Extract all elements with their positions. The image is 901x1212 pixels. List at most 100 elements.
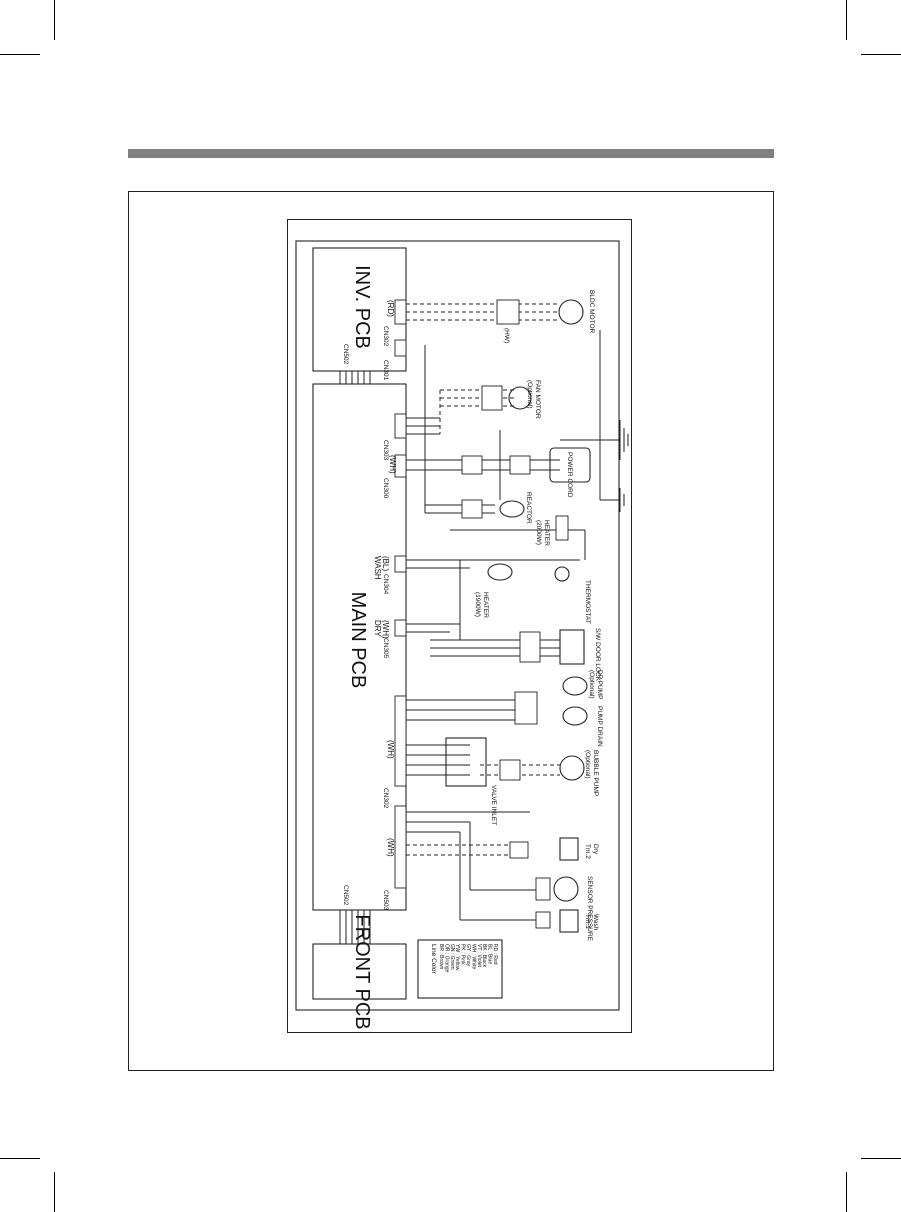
fan-motor-symbol <box>508 386 532 410</box>
tm2-symbol <box>559 837 579 861</box>
connector-color-wh4: (WH) <box>386 838 395 857</box>
crop-mark <box>0 1158 40 1159</box>
reactor-wires <box>424 345 495 519</box>
connector-cn302: CN302 <box>382 326 389 347</box>
ground-symbol <box>619 420 629 460</box>
door-lock-symbol <box>559 629 585 665</box>
bubble-pump-label: BUBBLE PUMP <box>592 750 599 796</box>
legend-entry: WH : White <box>470 944 476 969</box>
ribbon-cable-top <box>339 371 371 384</box>
ribbon-cable-bottom <box>339 910 371 944</box>
cn-inv-2 <box>394 339 407 357</box>
heater-wires <box>406 529 586 640</box>
valve-inlet-symbol <box>445 737 487 787</box>
tm1-sub-label: Wash <box>592 914 599 931</box>
cn-wash-bl <box>394 555 407 573</box>
connector-color-bl: (BL) <box>381 556 390 571</box>
connector-color-wh1: (WH) <box>388 455 397 474</box>
crop-mark <box>0 54 40 55</box>
power-cord-symbol <box>549 447 591 483</box>
connector-color-rd: (RD) <box>386 300 395 317</box>
reactor-label: REACTOR <box>525 492 532 524</box>
valve-inlet-label: VALVE INLET <box>490 785 497 825</box>
tm2-sub-label: Dry <box>592 844 599 855</box>
fan-motor-note: (Optional) <box>526 380 533 409</box>
dp-pump-symbol <box>562 676 588 696</box>
main-pcb-label: MAIN PCB <box>347 592 369 689</box>
heater-wash-label: HEATER <box>482 592 489 618</box>
sensor-pressure-label: SENSOR PRESSURE <box>586 876 593 942</box>
heater-wash-rating: (1900W) <box>474 592 481 617</box>
crop-mark <box>846 1172 847 1212</box>
legend-entry: YW : Yellow <box>454 944 460 971</box>
legend-entry: PK : Pink <box>460 944 466 965</box>
fan-motor-wires <box>406 385 515 435</box>
legend-entry: GY : Gray <box>465 944 471 967</box>
connector-cn502-bottom: CN502 <box>342 885 349 906</box>
bubble-pump-symbol <box>559 755 585 781</box>
ground-symbol <box>619 488 625 512</box>
housing-tag-1: (HW) <box>503 328 510 343</box>
crop-mark <box>861 1158 901 1159</box>
group-dry-label: DRY <box>373 620 382 637</box>
group-wash-label: WASH <box>373 556 382 580</box>
crop-mark <box>846 0 847 40</box>
legend-entry: BR : Brown <box>438 944 444 970</box>
tm2-label: Tm.2 <box>584 844 591 859</box>
legend-entry: GN : Green <box>449 944 455 970</box>
bubble-pump-note: (Optional) <box>584 750 591 779</box>
front-pcb-box <box>312 943 407 1000</box>
connector-cn503: CN503 <box>382 890 389 911</box>
door-lock-wires <box>430 631 560 663</box>
header-bar <box>128 149 774 158</box>
inner-border <box>295 240 620 1011</box>
dp-pump-label: DP PUMP <box>596 670 603 700</box>
pump-wires <box>406 691 538 725</box>
inv-pcb-label: INV. PCB <box>351 265 373 349</box>
bldc-motor-label: BLDC MOTOR <box>588 290 595 334</box>
pump-drain-symbol <box>562 706 588 726</box>
connector-color-wh2: (WH) <box>381 620 390 639</box>
cn-inv-rd <box>394 299 407 325</box>
power-wires <box>406 330 620 501</box>
door-lock-label: S/W DOOR LOCK <box>594 628 601 682</box>
heater-dry-label: HEATER <box>543 520 550 546</box>
front-pcb-label: FRONT PCB <box>351 914 373 1029</box>
diagram-frame <box>128 191 774 1071</box>
tm1-symbol <box>559 909 579 933</box>
cn-main-wh3 <box>394 805 407 889</box>
cn-main-fan <box>394 413 407 439</box>
tm1-label: Tm.1 <box>584 914 591 929</box>
cn-dry-wh <box>394 619 407 637</box>
connector-cn302-upper: CN302 <box>382 788 389 809</box>
connector-cn502-top: CN502 <box>342 344 349 365</box>
legend-entry: BL : Blue <box>487 944 493 964</box>
connector-cn305: CN305 <box>382 638 389 659</box>
connector-cn301: CN301 <box>382 360 389 381</box>
pump-drain-label: PUMP DRAIN <box>596 706 603 747</box>
crop-mark <box>54 1172 55 1212</box>
legend-entry: RD : Red <box>492 944 498 965</box>
bldc-motor-symbol <box>558 299 584 325</box>
bldc-wires <box>406 299 560 325</box>
legend-entry: VT : Violet <box>476 944 482 967</box>
legend-entry: BK : Black <box>481 944 487 968</box>
power-cord-label: POWER CORD <box>566 452 573 498</box>
crop-mark <box>54 0 55 40</box>
diagram-sheet <box>287 219 632 1033</box>
sensor-pressure-symbol <box>553 876 579 902</box>
legend-title: Line Color <box>430 944 437 974</box>
valve-wires <box>406 744 560 781</box>
line-color-legend <box>417 939 503 999</box>
heater-wash-symbol <box>487 563 513 581</box>
heater-dry-rating: (2000W) <box>535 520 542 545</box>
reactor-symbol <box>499 500 525 518</box>
cn-main-wh1 <box>394 454 407 478</box>
thermostat-symbol <box>554 566 570 582</box>
cn-main-wh2 <box>394 695 407 787</box>
dp-pump-note: (Optional) <box>588 670 595 699</box>
connector-cn304: CN304 <box>382 574 389 595</box>
connector-cn300: CN300 <box>382 478 389 499</box>
